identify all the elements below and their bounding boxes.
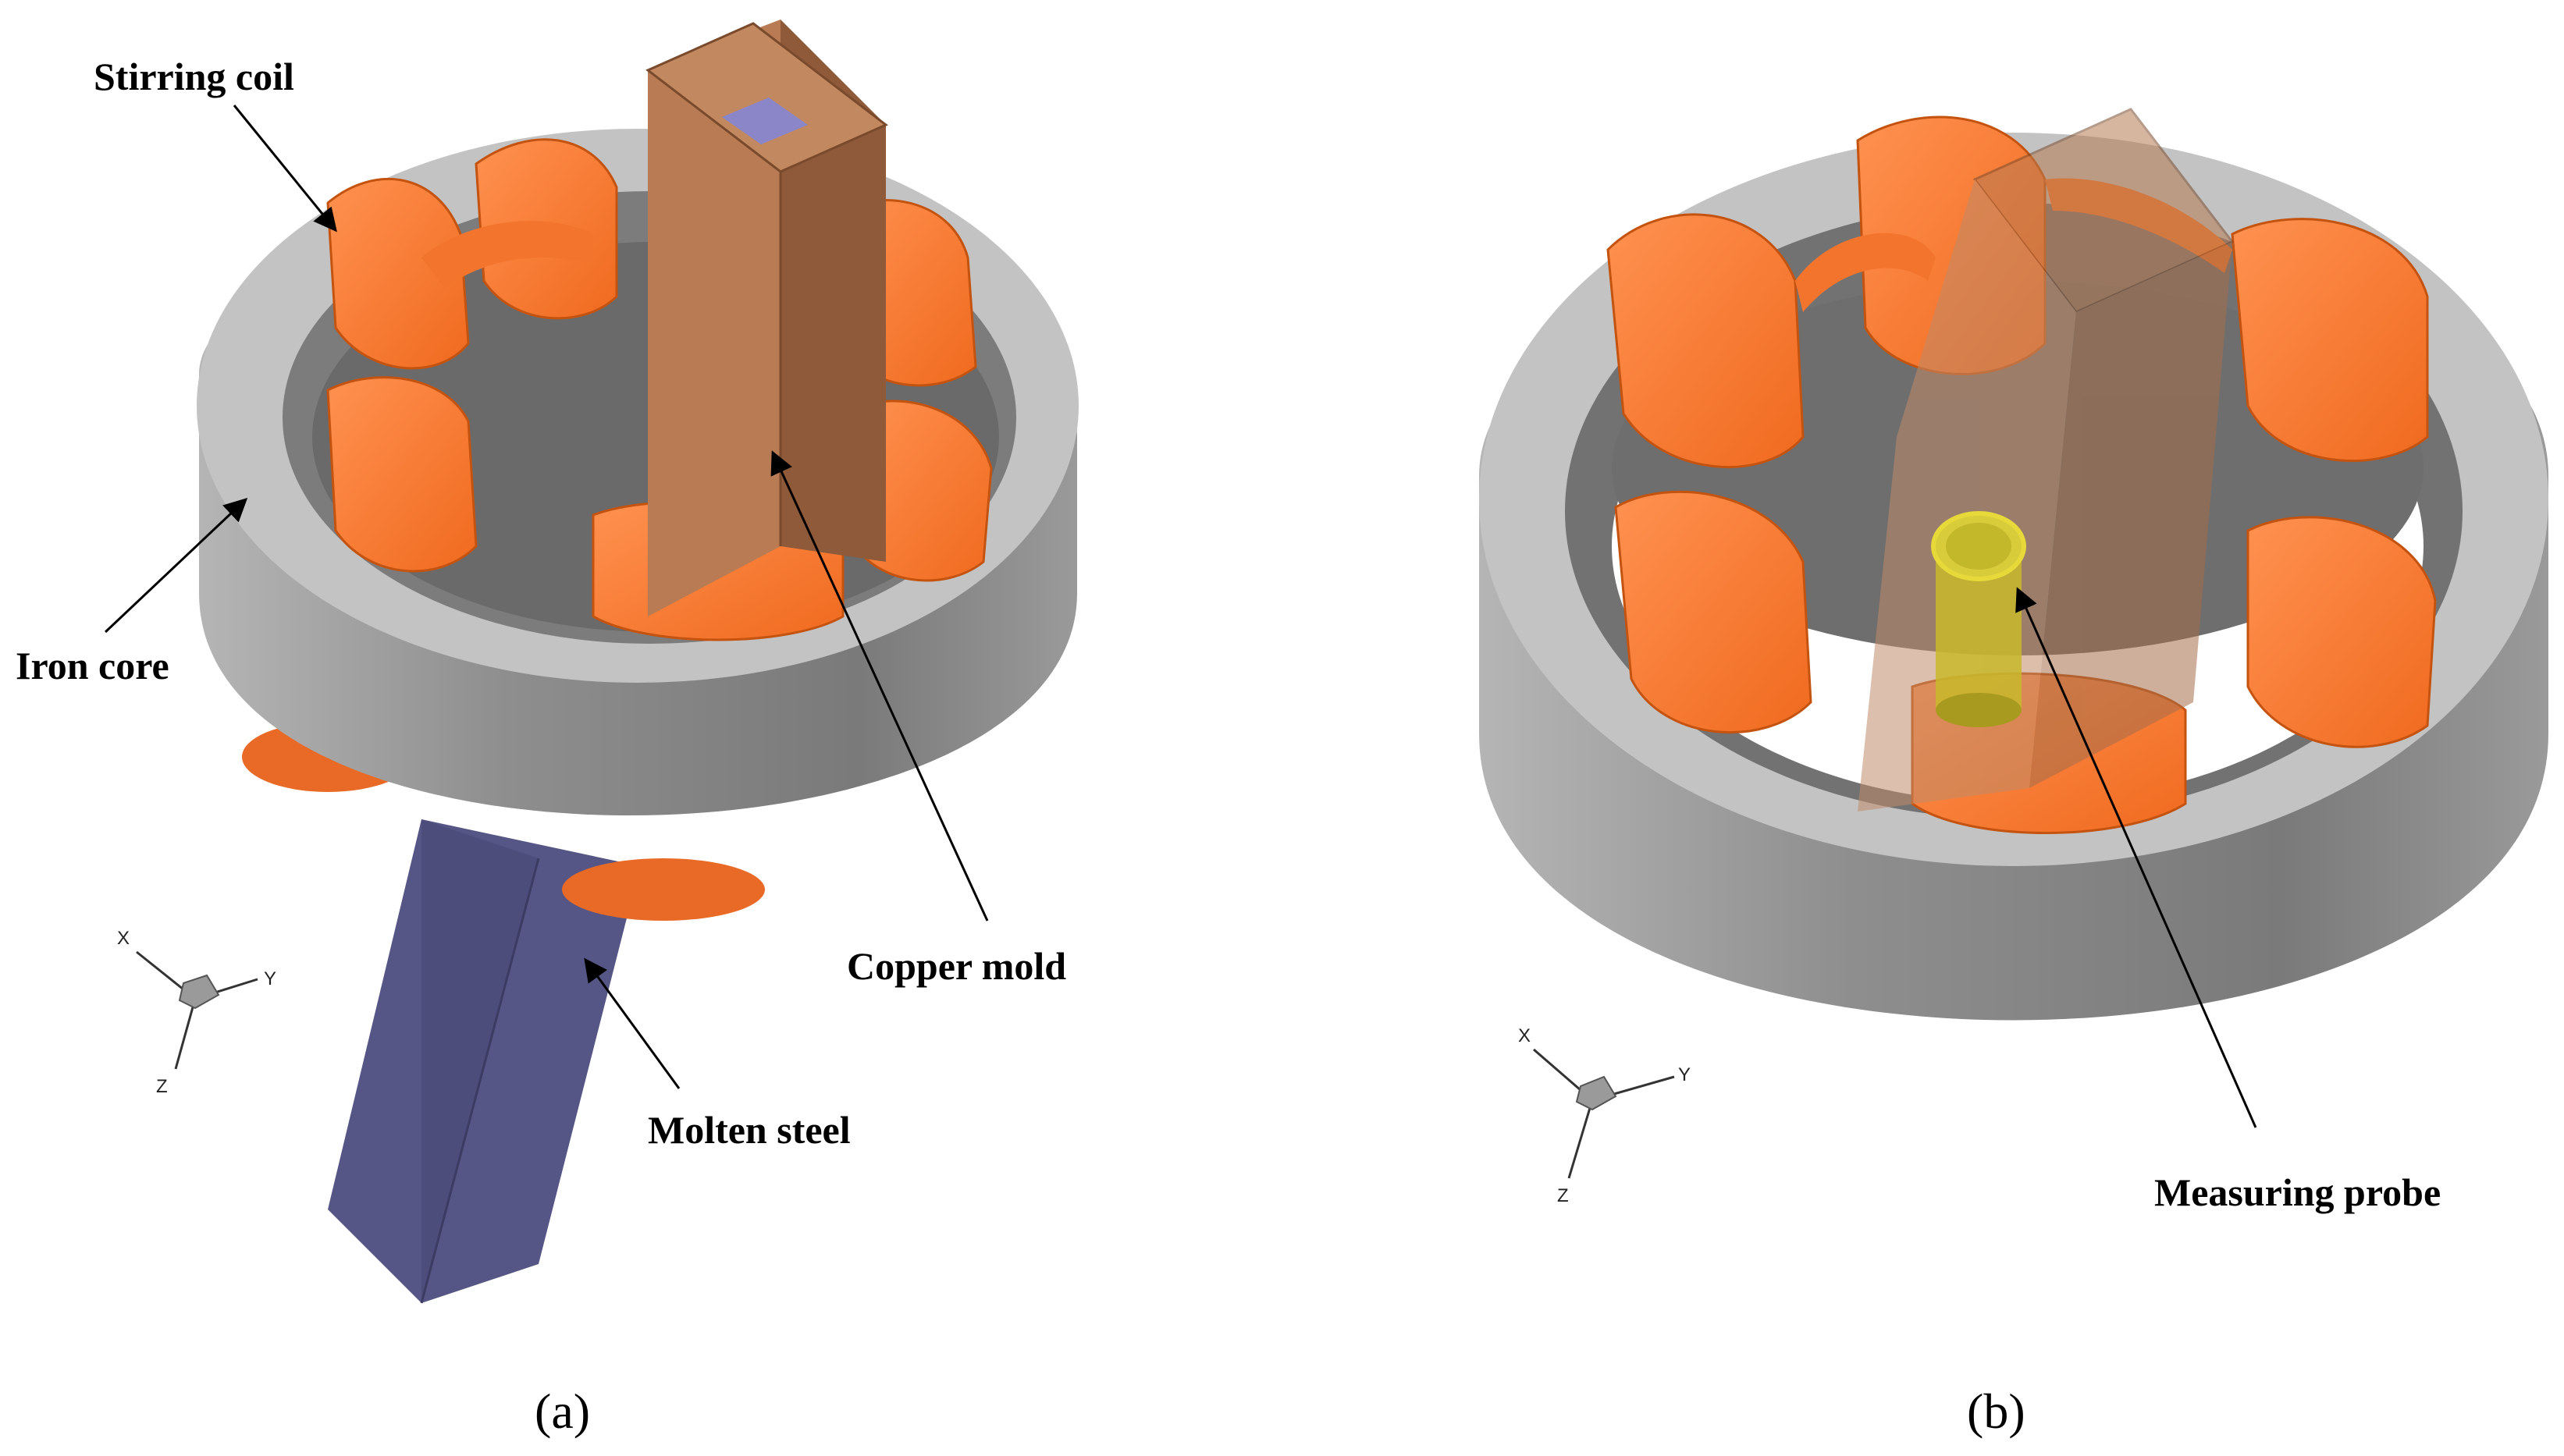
copper-mold-a bbox=[645, 20, 888, 616]
axis-triad-a: X Y Z bbox=[117, 928, 276, 1097]
measuring-probe bbox=[1931, 511, 2026, 727]
label-measuring-probe: Measuring probe bbox=[2154, 1170, 2441, 1214]
label-iron-core: Iron core bbox=[16, 644, 169, 687]
axis-y-label-b: Y bbox=[1678, 1064, 1691, 1085]
axis-y-label-a: Y bbox=[264, 968, 276, 989]
molten-steel-bar bbox=[328, 819, 640, 1304]
axis-x-label-b: X bbox=[1518, 1025, 1531, 1046]
panel-b: X Y Z Measuring probe (b) bbox=[1479, 108, 2548, 1439]
caption-a: (a) bbox=[535, 1383, 590, 1439]
label-molten-steel: Molten steel bbox=[648, 1108, 851, 1152]
leader-iron-core bbox=[104, 497, 248, 634]
axis-x-label-a: X bbox=[117, 928, 130, 949]
caption-b: (b) bbox=[1967, 1383, 2025, 1439]
leader-molten-steel bbox=[584, 957, 681, 1089]
label-copper-mold: Copper mold bbox=[847, 944, 1066, 988]
axis-triad-b: X Y Z bbox=[1518, 1025, 1691, 1206]
panel-a: X Y Z Stirring coil Iron core Copper mol… bbox=[16, 20, 1079, 1439]
lower-coil-bottom bbox=[562, 858, 765, 921]
axis-z-label-b: Z bbox=[1557, 1185, 1569, 1206]
leader-copper-mold bbox=[770, 450, 989, 922]
leader-stirring-coil bbox=[233, 105, 337, 233]
axis-z-label-a: Z bbox=[156, 1076, 168, 1097]
label-stirring-coil: Stirring coil bbox=[94, 55, 294, 98]
leader-measuring-probe bbox=[2015, 587, 2257, 1128]
